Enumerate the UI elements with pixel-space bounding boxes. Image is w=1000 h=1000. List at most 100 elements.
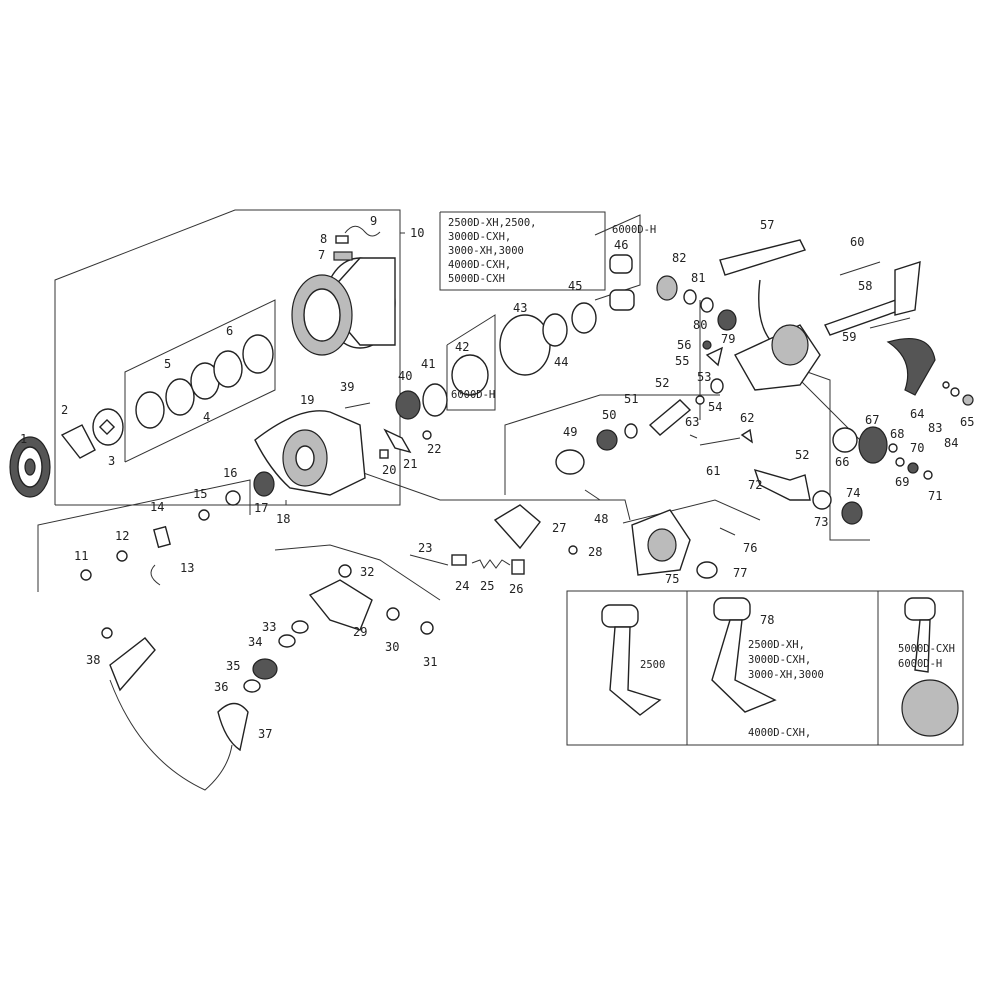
part-79-bearing: [717, 309, 737, 331]
part-53: [695, 395, 705, 405]
part-label: 55: [675, 354, 689, 368]
handle-options-box: [566, 590, 964, 746]
part-54: [710, 378, 724, 394]
part-label: 29: [353, 625, 367, 639]
part-label: 62: [740, 411, 754, 425]
part-label: 69: [895, 475, 909, 489]
part-26: [511, 559, 525, 575]
part-21: [383, 428, 412, 454]
part-13: [150, 564, 161, 586]
part-labels: 1 2 3 4 5 6 7 8 9 10 11 12 13 14 15 16 1…: [20, 214, 974, 741]
part-82: [656, 275, 678, 301]
part-27-cap: [493, 504, 541, 550]
part-label: 7: [318, 248, 325, 262]
part-label: 52: [795, 448, 809, 462]
part-40: [395, 390, 421, 420]
part-74-bearing: [841, 501, 863, 525]
part-label: 12: [115, 529, 129, 543]
bail-wire: [109, 679, 233, 791]
models-box-line: 4000D-CXH,: [448, 259, 511, 271]
part-label: 64: [910, 407, 924, 421]
handle-note-line: 6000D-H: [898, 658, 942, 670]
part-label: 24: [455, 579, 469, 593]
part-33: [291, 620, 309, 634]
part-label: 37: [258, 727, 272, 741]
part-label: 78: [760, 613, 774, 627]
part-label: 16: [223, 466, 237, 480]
part-label: 66: [835, 455, 849, 469]
part-17-bearing: [253, 471, 275, 497]
part-39-screw: [344, 402, 371, 409]
part-24: [451, 554, 467, 566]
part-25-spring: [471, 559, 511, 569]
part-64-cover: [886, 338, 936, 396]
part-label: 46: [614, 238, 628, 252]
part-61-shaft: [699, 437, 741, 446]
part-label: 11: [74, 549, 88, 563]
part-41-ring: [422, 383, 448, 417]
part-label: 21: [403, 457, 417, 471]
part-label: 4: [203, 410, 210, 424]
handle-note-line: 3000-XH,3000: [748, 669, 824, 681]
part-label: 35: [226, 659, 240, 673]
part-label: 54: [708, 400, 722, 414]
handle-3000: [711, 597, 777, 713]
part-label: 73: [814, 515, 828, 529]
part-63: [689, 434, 698, 439]
part-label: 40: [398, 369, 412, 383]
part-label: 50: [602, 408, 616, 422]
spool: [291, 257, 396, 356]
part-22: [422, 430, 432, 440]
part-62: [740, 428, 753, 444]
part-label: 52: [655, 376, 669, 390]
handle-2500: [601, 604, 662, 716]
part-label: 19: [300, 393, 314, 407]
part-label: 15: [193, 487, 207, 501]
part-label: 44: [554, 355, 568, 369]
part-label: 25: [480, 579, 494, 593]
handle-note-line: 3000D-CXH,: [748, 654, 811, 666]
part-label: 77: [733, 566, 747, 580]
part-label: 2: [61, 403, 68, 417]
part-43-plate: [499, 314, 551, 376]
part-56: [702, 340, 712, 350]
part-label: 36: [214, 680, 228, 694]
part-label: 53: [697, 370, 711, 384]
part-label: 18: [276, 512, 290, 526]
part-label: 76: [743, 541, 757, 555]
part-label: 3: [108, 454, 115, 468]
part-75-hub: [647, 528, 677, 562]
part-7-clip: [333, 251, 353, 261]
part-label: 49: [563, 425, 577, 439]
part-label: 30: [385, 640, 399, 654]
part-label: 75: [665, 572, 679, 586]
part-label: 84: [944, 436, 958, 450]
part-20: [379, 449, 389, 459]
part-label: 74: [846, 486, 860, 500]
part-52-pinion: [648, 399, 692, 436]
part-28: [568, 545, 578, 555]
part-73: [812, 490, 832, 510]
part-66: [832, 427, 858, 453]
body-housing: [719, 239, 821, 391]
part-label: 39: [340, 380, 354, 394]
part-9-spring: [344, 225, 381, 237]
part-label: 63: [685, 415, 699, 429]
part-label: 27: [552, 521, 566, 535]
part-16: [225, 490, 241, 506]
part-label: 57: [760, 218, 774, 232]
part-11: [80, 569, 92, 581]
part-31: [420, 621, 434, 635]
part-14: [153, 525, 171, 549]
part-69: [895, 457, 905, 467]
part-2-spring: [60, 424, 96, 459]
part-label: 70: [910, 441, 924, 455]
part-23: [409, 554, 449, 566]
handle-note-bottom: 4000D-CXH,: [748, 727, 811, 739]
part-label: 20: [382, 463, 396, 477]
part-46: [609, 254, 633, 274]
part-label: 58: [858, 279, 872, 293]
part-label: 5: [164, 357, 171, 371]
part-label: 67: [865, 413, 879, 427]
part-15: [198, 509, 210, 521]
